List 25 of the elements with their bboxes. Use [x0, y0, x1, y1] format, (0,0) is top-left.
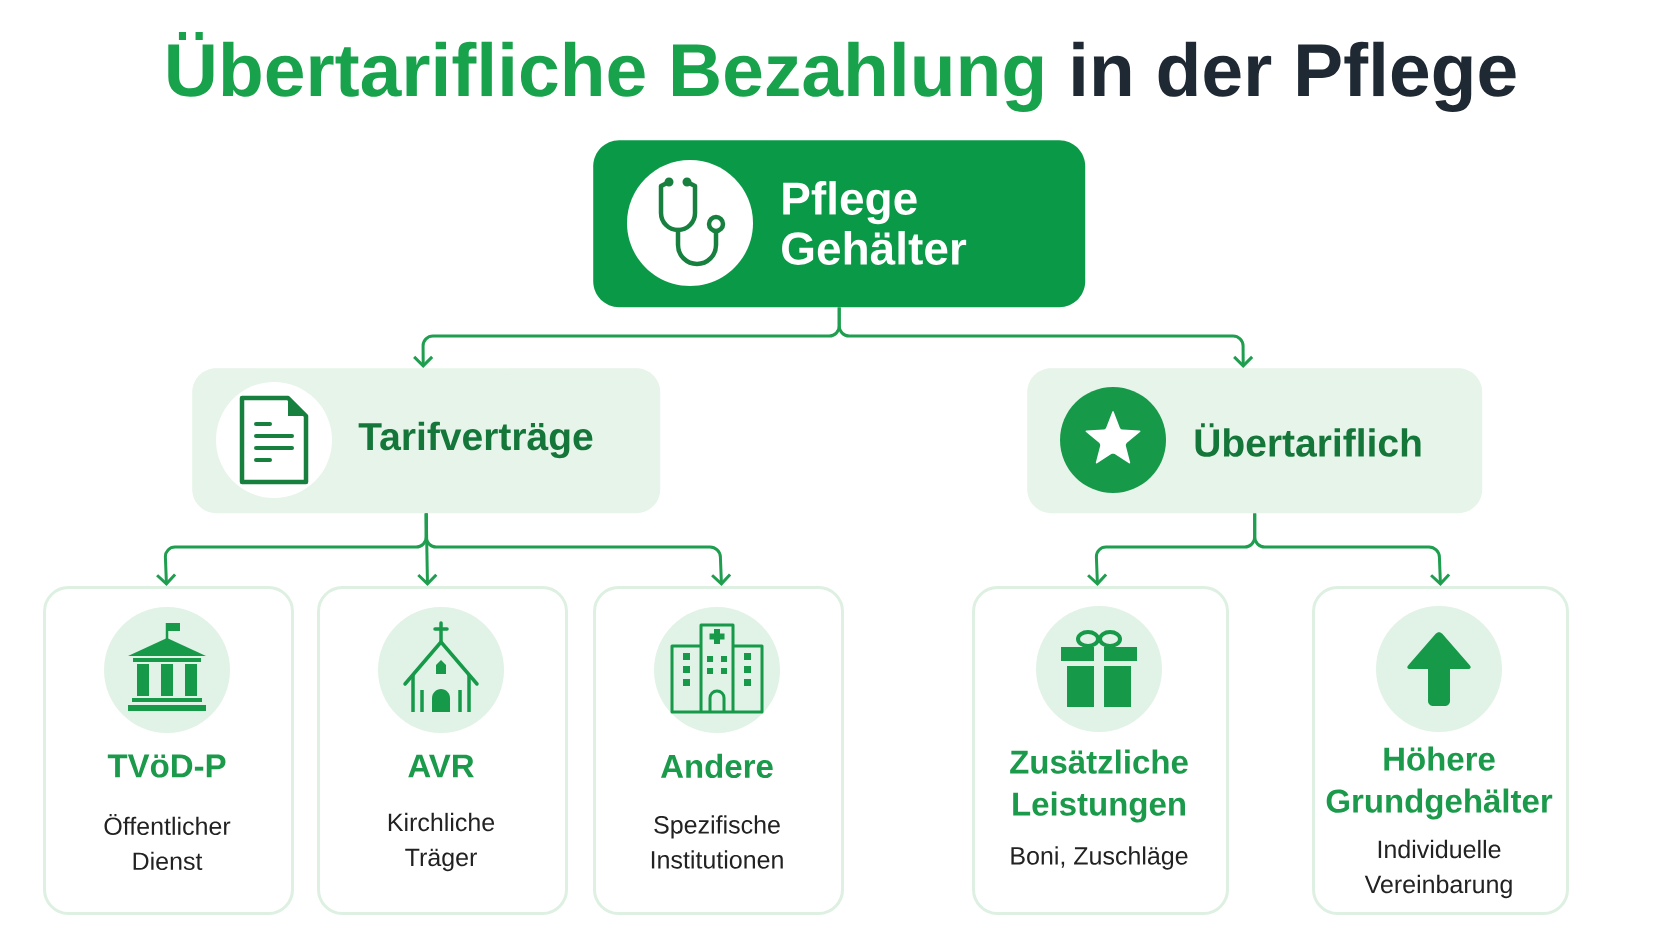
card-heading: Zusätzliche Leistungen: [1010, 749, 1188, 823]
card-heading: Höhere Grundgehälter: [1326, 746, 1553, 820]
group-box: [1027, 368, 1483, 514]
info-card: [972, 586, 1229, 915]
box-title: Tarifverträge: [358, 421, 593, 459]
box-title: Pflege Gehälter: [782, 181, 967, 265]
box-title: Übertariflich: [1195, 423, 1421, 457]
arrow: [837, 307, 1254, 368]
card-heading: Andere: [661, 753, 773, 779]
card-text: Kirchliche Träger: [388, 812, 495, 872]
arrow: [424, 513, 732, 586]
card-text: Individuelle Vereinbarung: [1364, 839, 1512, 899]
info-card: [317, 586, 568, 915]
card-text: Boni, Zuschläge: [1011, 846, 1188, 870]
card-text: Öffentlicher Dienst: [104, 813, 231, 871]
arrow: [1253, 513, 1451, 586]
group-box: [192, 368, 661, 514]
info-card: [1312, 586, 1569, 915]
card-text: Spezifische Institutionen: [651, 815, 783, 869]
category-box: [593, 140, 1086, 308]
card-heading: TVöD-P: [107, 754, 226, 778]
card-heading: AVR: [408, 754, 474, 778]
info-card: [593, 586, 844, 915]
title: Übertarifliche Bezahlung in der Pflege: [168, 32, 1516, 112]
info-card: [43, 586, 294, 915]
